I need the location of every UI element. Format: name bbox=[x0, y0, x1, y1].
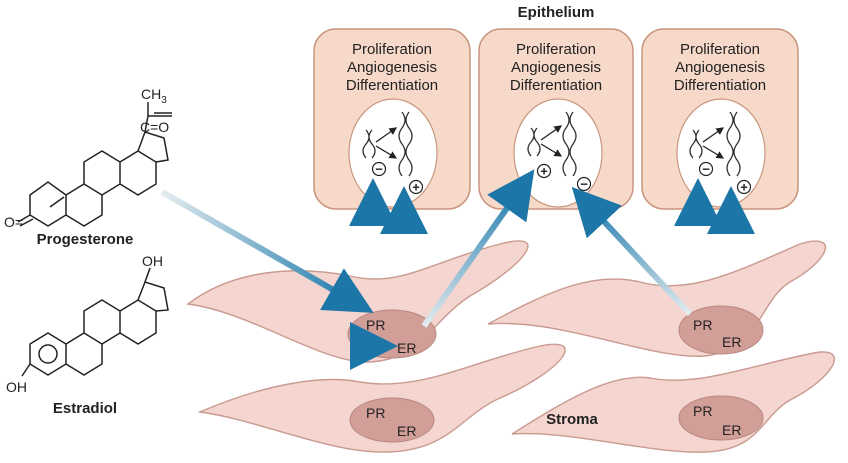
minus-sign-icon: − bbox=[375, 162, 383, 177]
stromal-cell-lower-right bbox=[511, 351, 836, 453]
transcription-arrows-icon bbox=[375, 125, 725, 159]
epithelial-cell-2: Proliferation Angiogenesis Differentiati… bbox=[478, 28, 634, 210]
cell-1-label-proliferation: Proliferation bbox=[352, 41, 432, 58]
stromal-cell-upper-right bbox=[487, 240, 827, 357]
estradiol-label: Estradiol bbox=[53, 400, 117, 417]
cell-2-label-angiogenesis: Angiogenesis bbox=[511, 59, 601, 76]
cell-3-label-proliferation: Proliferation bbox=[680, 41, 760, 58]
pr-label: PR bbox=[693, 317, 712, 333]
cell-3-label-differentiation: Differentiation bbox=[674, 77, 766, 94]
epithelial-cell-3: Proliferation Angiogenesis Differentiati… bbox=[641, 28, 799, 210]
cell-1-nucleus bbox=[348, 98, 438, 208]
plus-sign-icon: + bbox=[540, 164, 548, 179]
estradiol-structure bbox=[21, 267, 169, 377]
er-label: ER bbox=[722, 422, 741, 438]
progesterone-to-pr-arrow bbox=[160, 189, 374, 313]
pr-to-cell-2-arrow bbox=[571, 186, 693, 317]
progesterone-ch3: CH3 bbox=[141, 86, 167, 106]
cell-3-label-angiogenesis: Angiogenesis bbox=[675, 59, 765, 76]
cell-1-label-differentiation: Differentiation bbox=[346, 77, 438, 94]
er-label: ER bbox=[397, 340, 416, 356]
cell-2-label-proliferation: Proliferation bbox=[516, 41, 596, 58]
estradiol-oh-top: OH bbox=[142, 253, 163, 269]
plus-sign-icon: + bbox=[740, 180, 748, 195]
epithelium-title: Epithelium bbox=[518, 4, 595, 21]
epithelial-cell-1: Proliferation Angiogenesis Differentiati… bbox=[313, 28, 471, 210]
pr-label: PR bbox=[693, 403, 712, 419]
pr-label: PR bbox=[366, 317, 385, 333]
cell-2-label-differentiation: Differentiation bbox=[510, 77, 602, 94]
progesterone-carbonyl: C=O bbox=[140, 119, 169, 135]
progesterone-structure bbox=[17, 102, 172, 227]
pr-label: PR bbox=[366, 405, 385, 421]
cell-2-nucleus bbox=[513, 98, 603, 208]
stroma-label: Stroma bbox=[546, 411, 598, 428]
minus-sign-icon: − bbox=[580, 177, 588, 192]
progesterone-ketone-o: O= bbox=[4, 214, 23, 230]
cell-1-label-angiogenesis: Angiogenesis bbox=[347, 59, 437, 76]
progesterone-label: Progesterone bbox=[37, 231, 134, 248]
signalling-arrows bbox=[160, 169, 755, 370]
dna-helix-icon bbox=[362, 111, 741, 177]
er-to-cell-2-arrow bbox=[421, 169, 535, 328]
er-label: ER bbox=[722, 334, 741, 350]
er-label: ER bbox=[397, 423, 416, 439]
minus-sign-icon: − bbox=[702, 162, 710, 177]
estradiol-oh-left: OH bbox=[6, 379, 27, 395]
plus-sign-icon: + bbox=[412, 180, 420, 195]
